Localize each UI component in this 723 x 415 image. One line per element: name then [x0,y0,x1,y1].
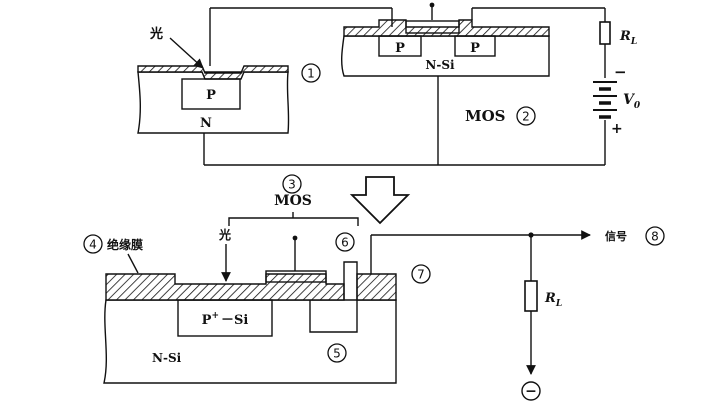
insulating-film-left [105,273,345,301]
insulating-film-label: 绝缘膜 [107,237,143,252]
marker-6: 6 [335,232,355,252]
load-resistor-top [599,21,611,45]
battery-icon [593,81,617,119]
mos-gate-top [405,20,460,34]
p-left-region [378,35,422,57]
drain-contact [343,261,358,300]
svg-text:6: 6 [341,236,349,250]
top-circuit-wires [203,2,606,166]
insulating-film-right [356,273,397,301]
output-circuit [370,230,591,375]
plus-sign-top: + [611,121,623,137]
mos-oxide-top [343,19,550,37]
mos-substrate-top [341,35,550,77]
marker-4: 4 [83,234,103,254]
marker-7: 7 [411,264,431,284]
p-region [181,78,241,110]
minus-sign-top: − [614,63,627,81]
load-resistor-bottom [524,280,538,312]
marker-1: 1 [301,63,321,83]
mos-bracket [228,217,359,226]
load-label-bottom: RL [544,291,562,309]
p-left-label: P [395,41,405,56]
signal-label: 信号 [605,229,627,243]
film-leader-line [127,253,139,274]
load-label-top: RL [619,29,637,47]
svg-text:2: 2 [522,110,530,124]
light-label-top: 光 [149,26,163,42]
marker-2: 2 [516,106,536,126]
svg-text:3: 3 [288,178,296,192]
drain-region [309,300,358,333]
light-label-bottom: 光 [218,227,231,242]
light-arrow-top [169,37,204,69]
p-plus-region [177,299,273,337]
svg-text:8: 8 [651,230,659,244]
nsi-label-bottom: N-Si [152,351,182,365]
integrated-structure: P+－Si N-Si [103,261,397,384]
svg-text:5: 5 [333,347,341,361]
p-right-region [454,35,496,57]
mos-label-top: MOS [465,107,506,125]
p-right-label: P [470,41,480,56]
svg-text:1: 1 [307,67,315,81]
marker-3: 3 [282,174,302,194]
nsi-label-top: N-Si [425,58,455,72]
svg-text:4: 4 [89,238,97,252]
mos-label-middle: MOS [274,193,312,209]
ground-symbol: − [521,381,541,401]
p-region-label: P [206,88,216,103]
svg-text:7: 7 [417,268,425,282]
nsi-substrate-bottom [103,299,397,384]
n-region-label: N [200,116,212,131]
photodiode-oxide [137,65,289,80]
photodiode-structure: P N [137,65,290,134]
big-down-arrow-icon [349,176,411,225]
mos-structure-top: P P N-Si [341,19,550,77]
marker-5: 5 [327,343,347,363]
marker-8: 8 [645,226,665,246]
voltage-label: V0 [623,92,641,111]
mos-gate-bottom [265,270,327,283]
svg-text:−: − [525,384,537,400]
p-plus-label: P+－Si [202,311,249,328]
